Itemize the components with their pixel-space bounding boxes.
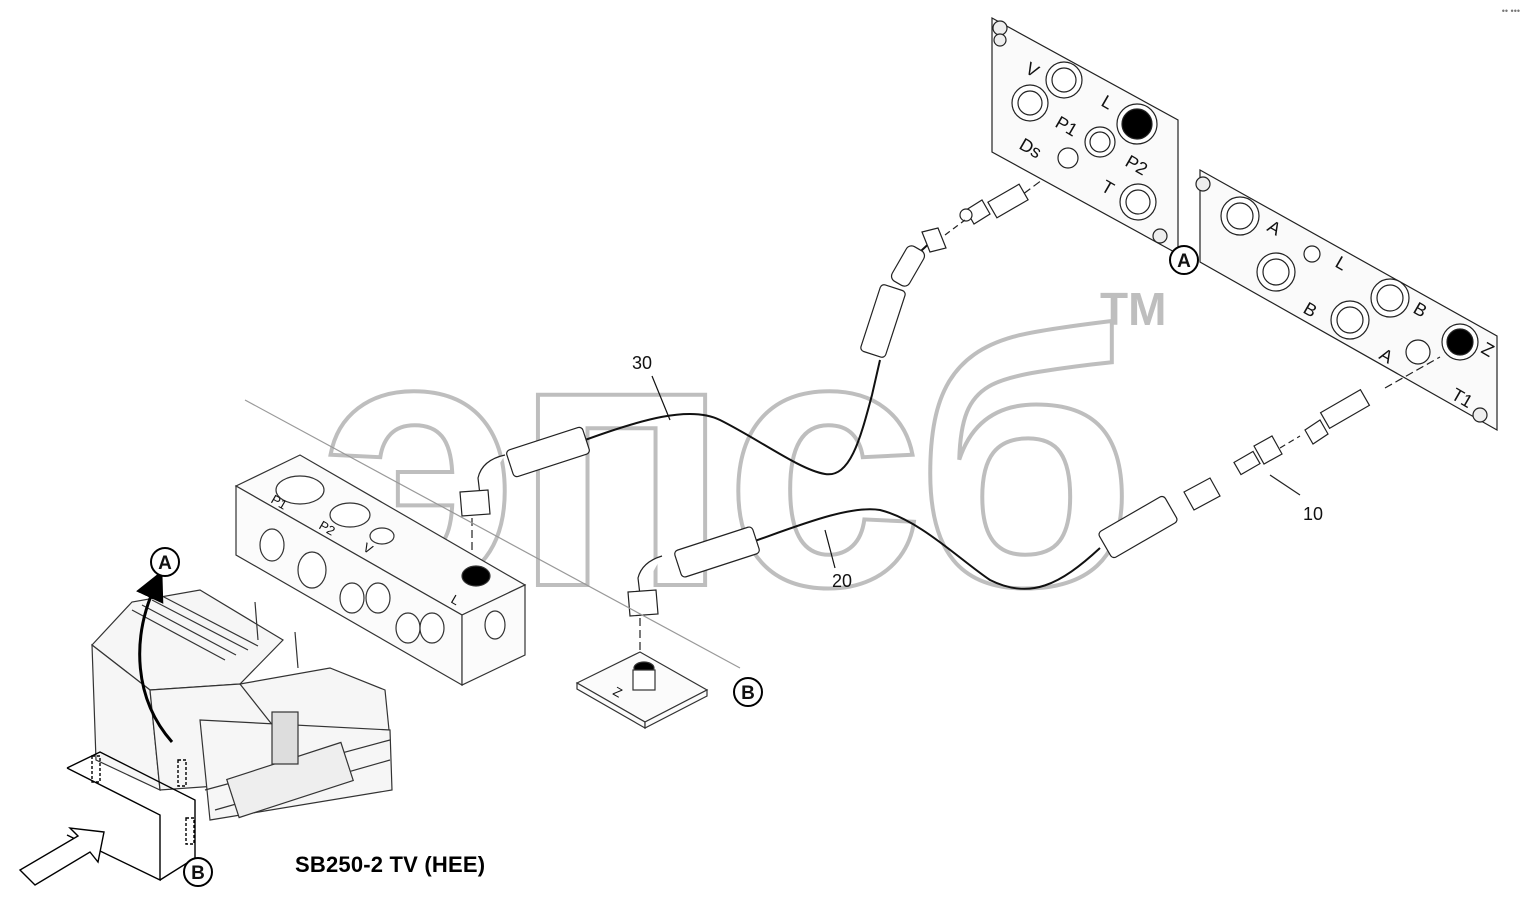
part-10-fitting: [1233, 435, 1301, 496]
callout-a-machine: A: [158, 553, 172, 574]
paver-machine: [91, 589, 393, 821]
svg-text:P1: P1: [269, 492, 290, 513]
callout-b-machine: B: [183, 857, 213, 887]
part-number-10: 10: [1303, 504, 1323, 524]
svg-text:B: B: [191, 863, 205, 884]
hose-20-fittings: [627, 477, 1221, 655]
upper-screw-fitting: [944, 179, 1043, 236]
diagram-caption: SB250-2 TV (HEE): [295, 852, 486, 877]
corner-mark: •• •••: [1501, 6, 1520, 16]
valve-block: [234, 399, 741, 687]
port-plate-b: [575, 651, 709, 730]
view-direction-arrow: [18, 827, 105, 886]
hose-20: [751, 508, 1101, 590]
svg-text:P2: P2: [317, 518, 338, 539]
upper-connection-panel: [991, 16, 1179, 256]
watermark-tm: TM: [1100, 283, 1166, 335]
svg-text:B: B: [741, 683, 755, 704]
leader-20: [824, 529, 836, 569]
svg-text:A: A: [1177, 251, 1191, 272]
leader-30: [651, 375, 671, 421]
part-number-30: 30: [632, 353, 652, 373]
lower-screw-fitting: [1279, 356, 1441, 449]
callout-b-plate: B: [733, 677, 763, 707]
lower-connection-panel: [1195, 168, 1498, 432]
hose-30-fittings: [459, 227, 947, 560]
machine-callout-arrow: A: [136, 547, 180, 743]
view-box: [66, 751, 196, 882]
part-number-20: 20: [832, 571, 852, 591]
callout-a-panel: A: [1169, 245, 1199, 275]
